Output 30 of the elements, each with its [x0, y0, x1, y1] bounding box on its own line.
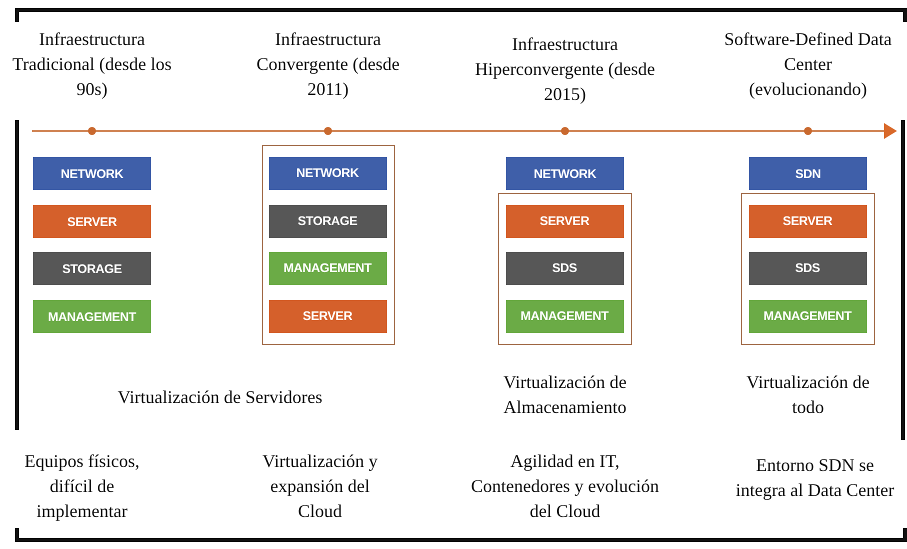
component-bar: NETWORK [33, 157, 151, 190]
description-text: Agilidad en IT, Contenedores y evolución del Cloud [470, 450, 660, 523]
component-bar: NETWORK [506, 157, 624, 190]
component-bar: SDN [749, 157, 867, 190]
virtualization-note: Virtualización de todo [746, 371, 870, 419]
description-text: Entorno SDN se integra al Data Center [735, 454, 895, 502]
description-text: Virtualización y expansión del Cloud [261, 450, 379, 523]
component-bar: SERVER [33, 205, 151, 238]
component-bar: SERVER [748, 204, 866, 238]
group-frame [498, 193, 632, 345]
component-bar: STORAGE [268, 204, 386, 238]
component-bar: SDS [748, 252, 866, 284]
group-frame [741, 193, 875, 345]
component-bar: MANAGEMENT [506, 300, 624, 332]
era-heading: Infraestructura Convergente (desde 2011) [255, 28, 401, 101]
virtualization-note: Virtualización de Servidores [116, 386, 324, 409]
description-text: Equipos físicos, difícil de implementar [24, 450, 140, 523]
virtualization-note: Virtualización de Almacenamiento [502, 371, 628, 419]
component-bar: MANAGEMENT [33, 300, 151, 333]
component-bar: SERVER [268, 300, 386, 332]
component-bar: MANAGEMENT [268, 252, 386, 284]
component-bar: MANAGEMENT [748, 300, 866, 332]
component-bar: STORAGE [33, 252, 151, 285]
component-bar: SERVER [506, 204, 624, 238]
component-bar: SDS [506, 252, 624, 284]
era-heading: Software-Defined Data Center (evolucionando) [723, 28, 893, 101]
component-bar: NETWORK [268, 156, 386, 190]
era-heading: Infraestructura Hiperconvergente (desde 2015) [474, 33, 656, 106]
group-frame [262, 145, 395, 345]
era-heading: Infraestructura Tradicional (desde los 90s) [12, 28, 172, 101]
